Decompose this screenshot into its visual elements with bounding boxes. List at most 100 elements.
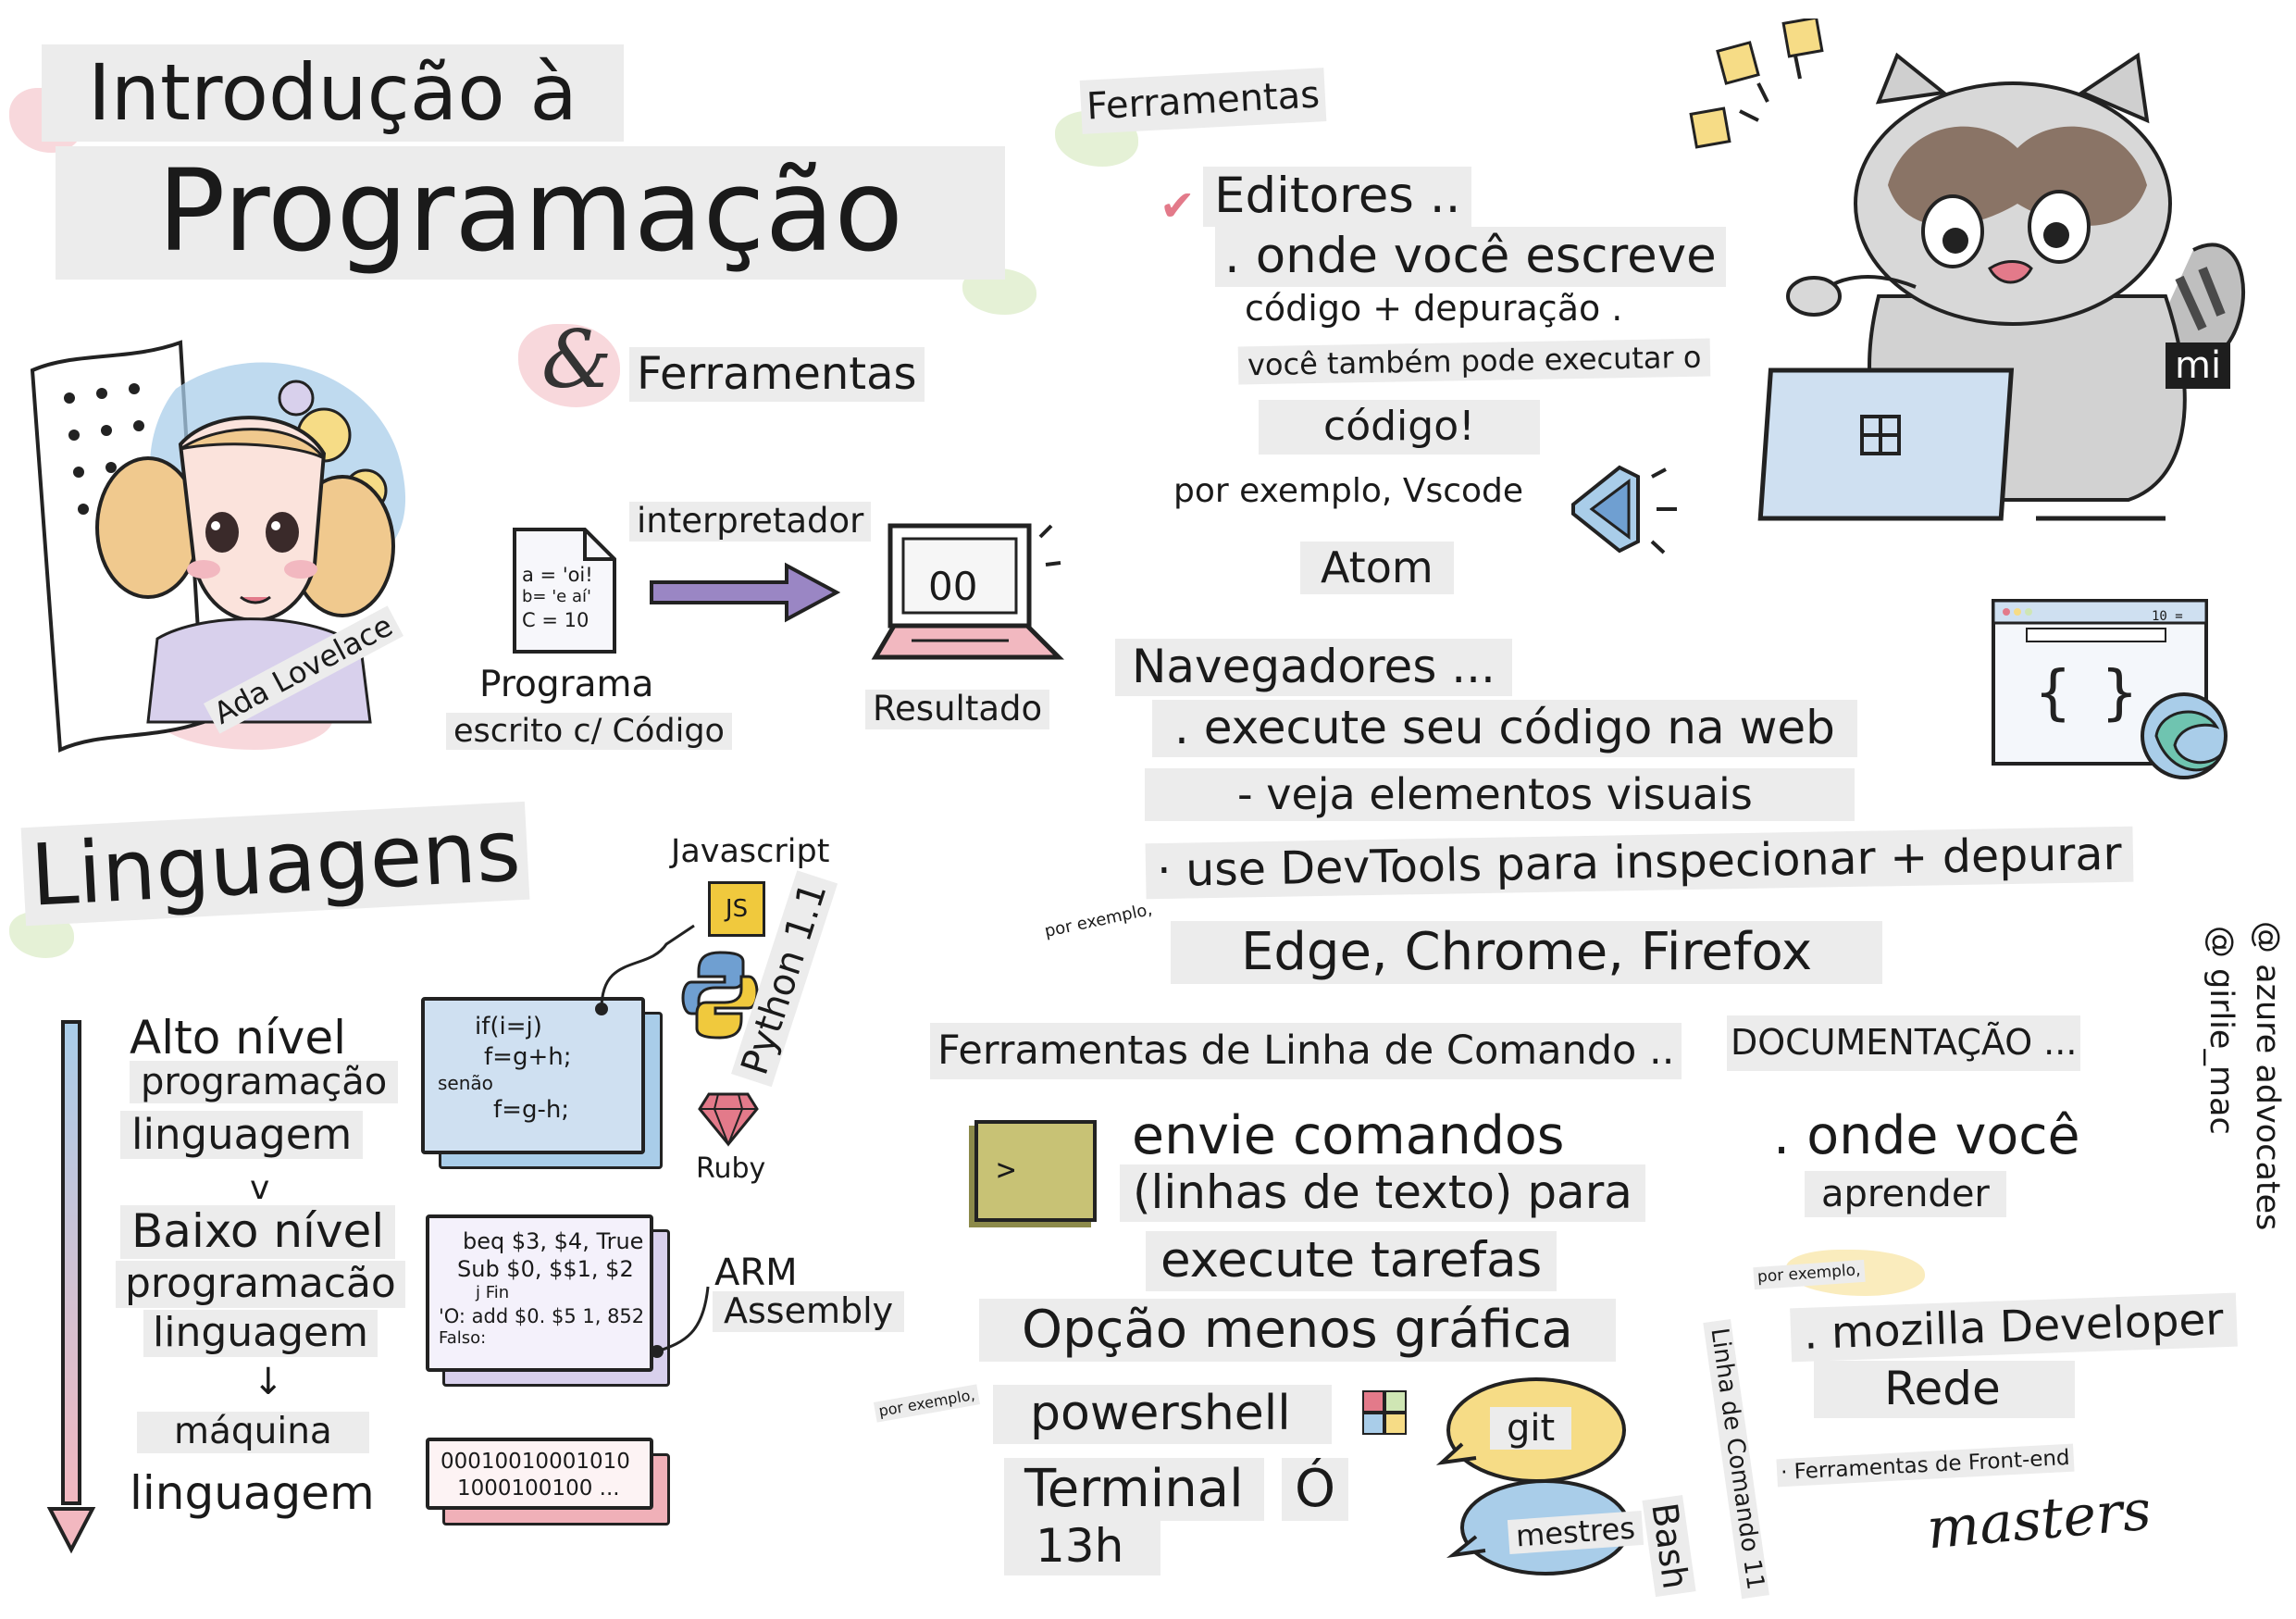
low-level-line: linguagem xyxy=(143,1309,378,1357)
screen-output: 00 xyxy=(928,564,978,609)
cli-example-tag: por exemplo, xyxy=(873,1384,981,1424)
cli-line: Opção menos gráfica xyxy=(979,1299,1616,1363)
machine-line: linguagem xyxy=(130,1466,375,1520)
browsers-example-tag: por exemplo, xyxy=(1042,899,1154,942)
low-level-line: programacão xyxy=(116,1260,405,1308)
svg-text:}: } xyxy=(2101,659,2139,728)
connector-line xyxy=(651,1286,710,1358)
result-label: Resultado xyxy=(865,689,1050,729)
browsers-line: - veja elementos visuais xyxy=(1145,768,1855,821)
arrow-right-icon xyxy=(650,562,841,623)
vscode-logo-icon xyxy=(1571,465,1677,554)
browser-window-icon: { } xyxy=(1992,599,2228,779)
terminal-icon: > xyxy=(974,1120,1097,1222)
cli-example-terminal: Terminal xyxy=(1004,1458,1264,1522)
cli-example-13h: 13h xyxy=(1004,1518,1161,1575)
editors-line: código + depuração . xyxy=(1245,288,1623,329)
cli-example-powershell: powershell xyxy=(993,1385,1332,1444)
cli-line: execute tarefas xyxy=(1146,1231,1558,1291)
program-written-label: escrito c/ Código xyxy=(446,713,732,751)
ruby-gem-icon xyxy=(698,1092,759,1147)
interpreter-label: interpretador xyxy=(629,501,872,542)
high-level-title: Alto nível xyxy=(130,1011,347,1065)
docs-example-frontend: · Ferramentas de Front-end xyxy=(1776,1443,2075,1488)
arm-label: ARM xyxy=(714,1252,798,1294)
editors-example: por exemplo, Vscode xyxy=(1173,472,1524,510)
page-title: Programação xyxy=(56,146,1005,280)
code-line: if(i=j) xyxy=(475,1013,542,1040)
svg-text:{: { xyxy=(2034,659,2072,728)
apple-logo-icon: Ó xyxy=(1282,1458,1349,1522)
js-badge-icon: JS xyxy=(708,881,765,937)
credits-girlie-mac: @ girlie_mac xyxy=(2203,926,2240,1135)
editors-line: código! xyxy=(1259,400,1540,455)
docs-example-masters: masters xyxy=(1924,1477,2154,1563)
code-line: Falso: xyxy=(439,1327,487,1348)
high-level-code-card: if(i=j) f=g+h; senão f=g-h; xyxy=(421,997,645,1154)
v-separator: v xyxy=(250,1169,270,1207)
document-icon xyxy=(513,528,616,654)
code-line: 00010010001010 xyxy=(441,1450,630,1474)
program-code: a = 'oi! b= 'e aí' C = 10 xyxy=(522,563,593,632)
code-line: senão xyxy=(438,1072,493,1094)
code-line: f=g-h; xyxy=(493,1096,570,1124)
code-line: b= 'e aí' xyxy=(522,587,591,607)
cli-vertical-label: Linha de Comando 11 xyxy=(1703,1319,1769,1600)
browsers-line: · use DevTools para inspecionar + depura… xyxy=(1145,826,2134,900)
editors-line: . onde você escreve xyxy=(1215,227,1726,287)
docs-line: . onde você xyxy=(1773,1105,2080,1166)
docs-example-mdn: . mozilla Developer xyxy=(1790,1292,2238,1363)
bubble-git: git xyxy=(1490,1407,1572,1450)
cli-vertical-bash: Bash xyxy=(1642,1495,1696,1598)
cli-line: (linhas de texto) para xyxy=(1120,1164,1645,1222)
browser-window-counter: 10 = xyxy=(2152,609,2183,624)
code-line: C = 10 xyxy=(522,608,590,631)
checkmark-icon: ✔ xyxy=(1160,181,1196,230)
browsers-line: . execute seu código na web xyxy=(1152,700,1857,757)
browsers-examples: Edge, Chrome, Firefox xyxy=(1171,921,1883,985)
high-level-line: linguagem xyxy=(120,1111,364,1159)
code-line: a = 'oi! xyxy=(522,564,593,586)
docs-line: aprender xyxy=(1805,1171,2006,1217)
tools-heading: Ferramentas xyxy=(1079,68,1327,134)
level-arrow xyxy=(46,1020,96,1554)
editors-title: Editores .. xyxy=(1203,167,1472,227)
title-line-1: Introdução à xyxy=(42,44,624,142)
code-line: Sub $0, $$1, $2 xyxy=(457,1256,634,1282)
binary-code-card: 00010010001010 1000100100 ... xyxy=(426,1438,653,1510)
code-line: beq $3, $4, True xyxy=(463,1228,644,1254)
ada-portrait-illustration xyxy=(30,340,406,753)
code-line: j Fin xyxy=(476,1283,510,1302)
browsers-title: Navegadores ... xyxy=(1115,639,1512,696)
laptop-icon xyxy=(871,523,1064,660)
subtitle-tools: Ferramentas xyxy=(629,347,925,403)
docs-title: DOCUMENTAÇÃO ... xyxy=(1727,1015,2081,1071)
ruby-label: Ruby xyxy=(696,1152,766,1185)
ampersand: & xyxy=(541,314,613,406)
assembly-label: Assembly xyxy=(713,1290,905,1332)
cli-title: Ferramentas de Linha de Comando .. xyxy=(930,1023,1682,1080)
cli-line: envie comandos xyxy=(1132,1105,1565,1166)
connector-line xyxy=(595,924,695,1015)
docs-example-network: Rede xyxy=(1814,1361,2075,1418)
down-arrow-icon: ↓ xyxy=(253,1361,284,1403)
low-level-title: Baixo nível xyxy=(120,1204,396,1259)
code-line: 1000100100 ... xyxy=(457,1476,620,1501)
python-logo-icon xyxy=(681,951,759,1040)
raccoon-mascot-illustration xyxy=(1689,19,2245,521)
code-line: 'O: add $0. $5 1, 852 xyxy=(439,1304,645,1327)
javascript-label: Javascript xyxy=(671,833,830,870)
terminal-prompt: > xyxy=(997,1152,1016,1189)
high-level-line: programação xyxy=(130,1061,399,1103)
languages-heading: Linguagens xyxy=(20,801,530,926)
mascot-tag: mi xyxy=(2166,342,2231,389)
machine-line: máquina xyxy=(137,1411,369,1453)
editors-example-atom: Atom xyxy=(1300,542,1454,594)
pink-wash xyxy=(518,324,620,407)
asm-code-card: beq $3, $4, True Sub $0, $$1, $2 j Fin '… xyxy=(426,1214,653,1372)
code-line: f=g+h; xyxy=(484,1042,572,1071)
program-label: Programa xyxy=(479,664,654,705)
credits-azure-advocates: @ azure advocates xyxy=(2249,921,2286,1231)
windows-logo-icon xyxy=(1362,1390,1407,1435)
editors-line: você também pode executar o xyxy=(1237,338,1711,385)
